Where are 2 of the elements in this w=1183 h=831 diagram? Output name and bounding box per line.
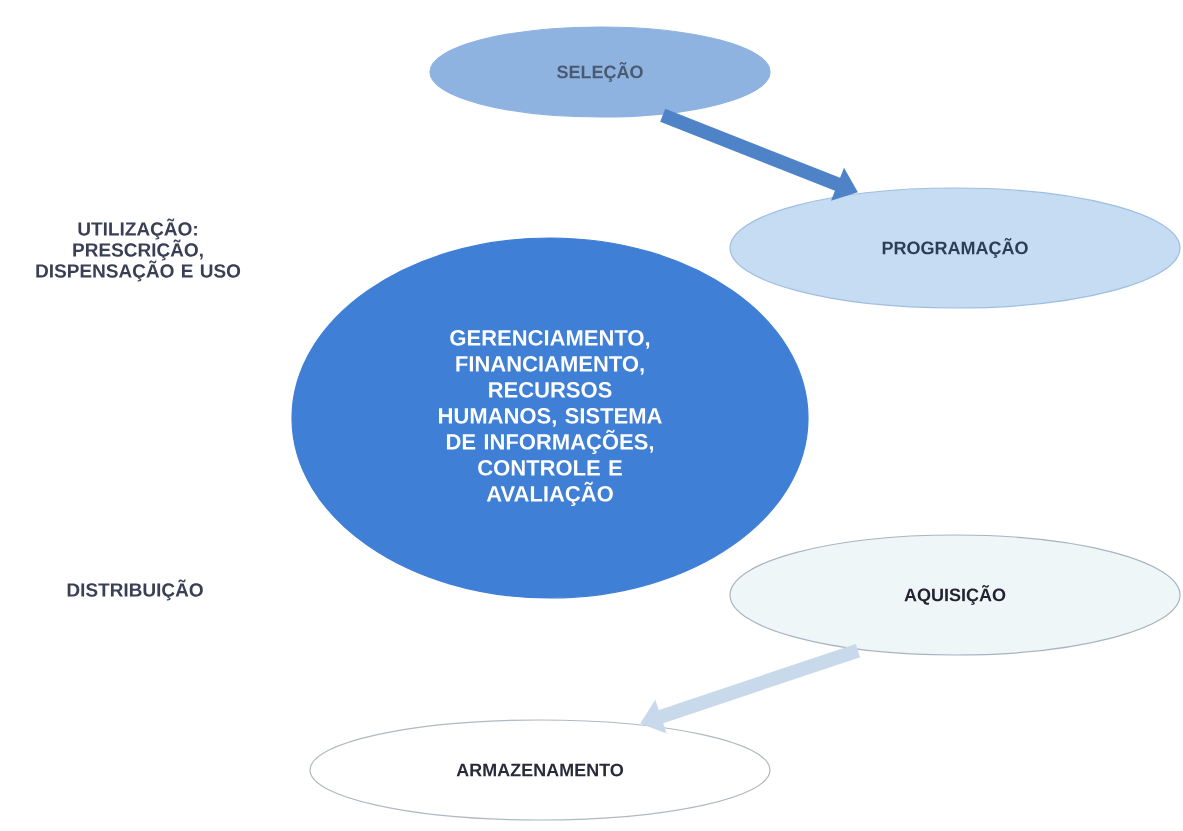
stage-label: UTILIZAÇÃO: PRESCRIÇÃO, DISPENSAÇÃO E USO [36, 218, 241, 282]
stage-label: DISTRIBUIÇÃO [67, 579, 203, 601]
